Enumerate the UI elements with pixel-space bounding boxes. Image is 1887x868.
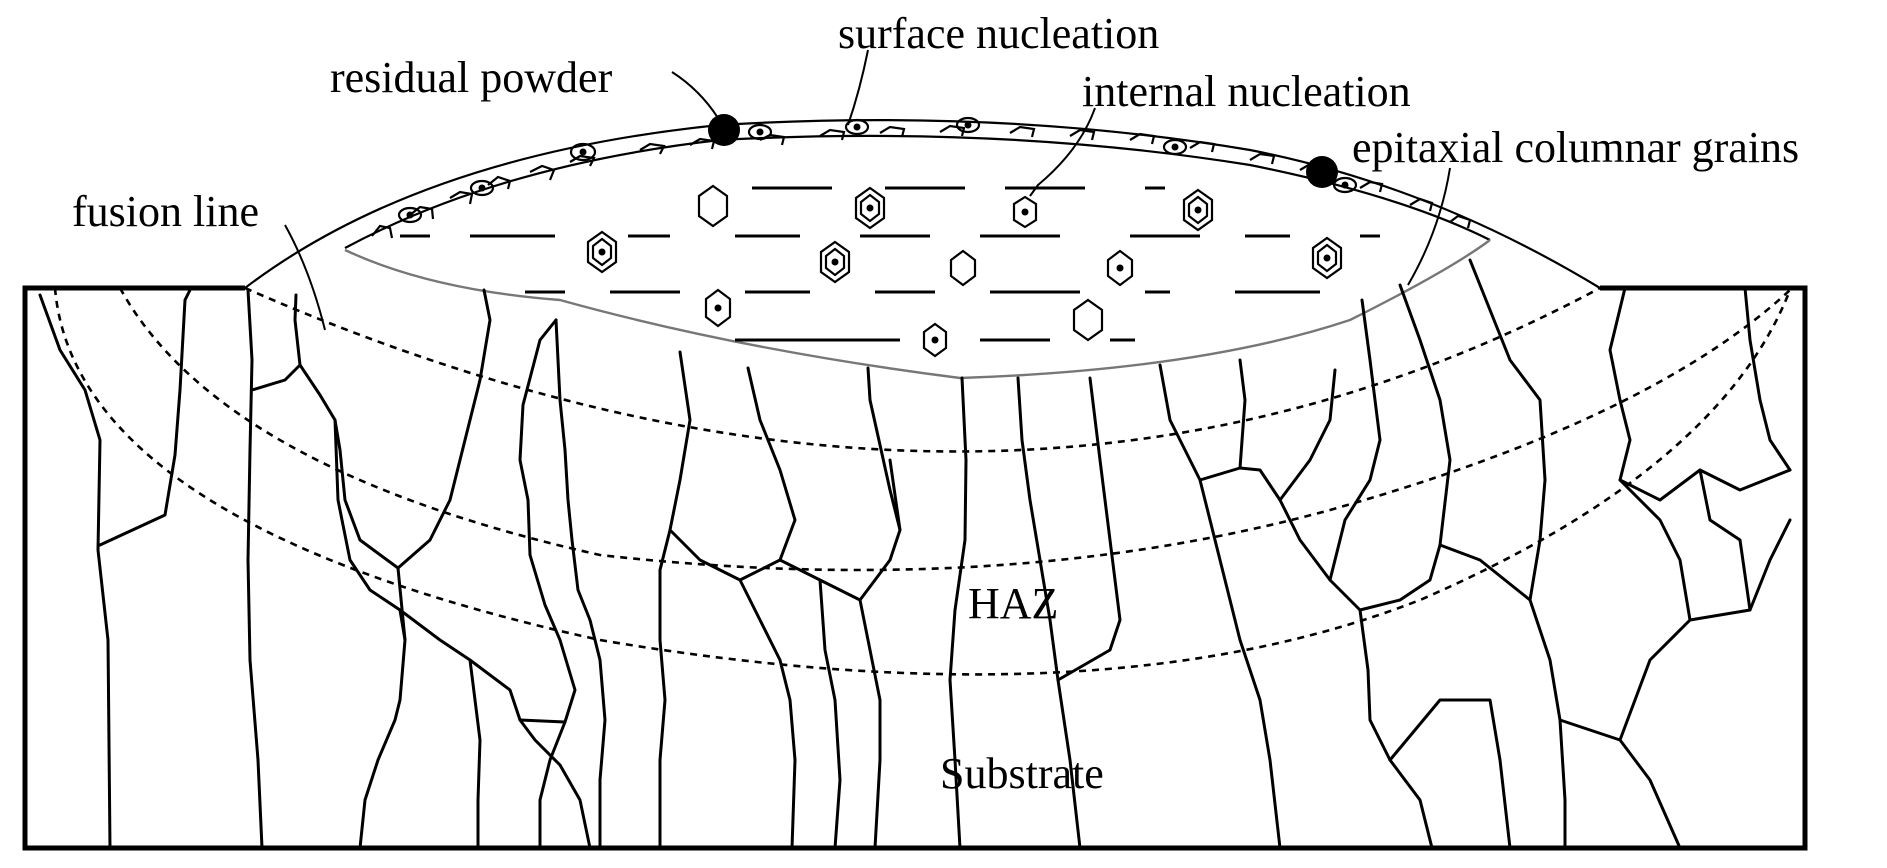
label-substrate: Substrate [940,749,1104,798]
fusion-line-boundary [244,286,1601,453]
haz-inner-boundary [53,287,1792,676]
label-epitaxial-columnar-grains: epitaxial columnar grains [1352,123,1799,172]
residual-powder-particle [708,114,740,146]
internal-nuclei [586,184,1343,358]
surface-grains [371,124,1472,239]
label-internal-nucleation: internal nucleation [1082,67,1411,116]
residual-powder-particle [1306,156,1338,188]
label-haz: HAZ [968,579,1058,628]
label-surface-nucleation: surface nucleation [838,9,1159,58]
leader-epitaxial-columnar-grains [1407,167,1451,286]
grain-boundaries [38,258,1792,850]
substrate-frame [22,285,1808,851]
liquid-flow-dashes [400,186,1380,342]
leader-fusion-line [284,224,326,331]
surface-grain-layer [344,134,1491,249]
leader-surface-nucleation [847,49,869,126]
surface-nuclei [397,116,1358,224]
haz-outer-boundary [118,287,1791,572]
leader-residual-powder [671,71,719,119]
leader-internal-nucleation [1029,107,1096,197]
melt-pool-bottom [344,239,1491,380]
label-fusion-line: fusion line [72,187,259,236]
label-residual-powder: residual powder [330,53,613,102]
